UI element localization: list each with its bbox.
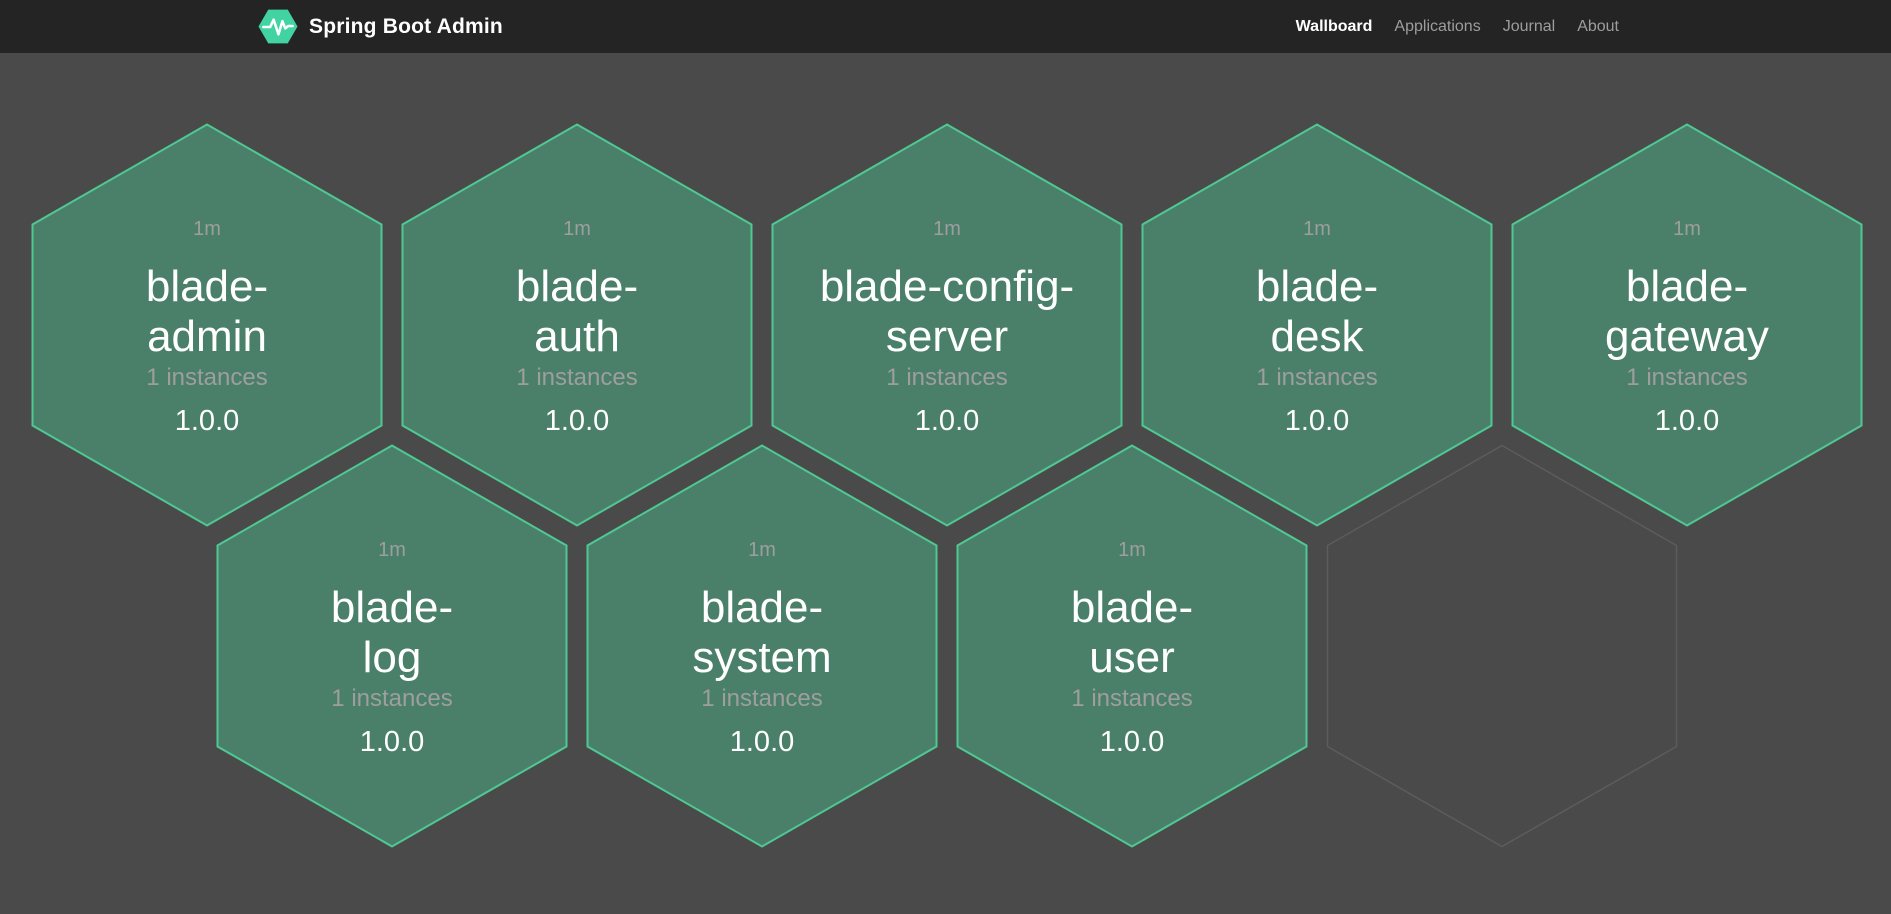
app-header: Spring Boot Admin Wallboard Applications… <box>0 0 1891 53</box>
hexagon-shape <box>216 444 568 848</box>
version-label: 1.0.0 <box>1099 726 1165 758</box>
application-name-line: log <box>362 633 422 682</box>
version-label: 1.0.0 <box>174 405 240 437</box>
application-info: 1m blade-system 1 instances 1.0.0 <box>586 444 938 848</box>
hexagon-shape <box>586 444 938 848</box>
application-info: 1m blade-config-server 1 instances 1.0.0 <box>771 123 1123 527</box>
uptime-label: 1m <box>1118 539 1146 561</box>
instances-label: 1 instances <box>886 364 1008 391</box>
wallboard-honeycomb: 1m blade-admin 1 instances 1.0.0 1m blad… <box>0 53 1891 914</box>
instances-label: 1 instances <box>1256 364 1378 391</box>
application-name-line: server <box>885 312 1009 361</box>
empty-hexagon-placeholder <box>1326 444 1678 848</box>
instances-label: 1 instances <box>331 685 453 712</box>
application-name: blade-config-server <box>777 262 1117 362</box>
hexagon-shape <box>31 123 383 527</box>
version-label: 1.0.0 <box>1284 405 1350 437</box>
uptime-label: 1m <box>563 218 591 240</box>
version-label: 1.0.0 <box>544 405 610 437</box>
main-nav: Wallboard Applications Journal About <box>1285 0 1630 53</box>
application-name: blade-user <box>962 583 1302 683</box>
version-label: 1.0.0 <box>1654 405 1720 437</box>
empty-hexagon-outline <box>1326 444 1678 848</box>
application-name: blade-admin <box>37 262 377 362</box>
application-name-line: blade- <box>515 262 639 311</box>
application-name-line: blade- <box>330 583 454 632</box>
application-info: 1m blade-desk 1 instances 1.0.0 <box>1141 123 1493 527</box>
application-name-line: auth <box>534 312 620 361</box>
application-name: blade-auth <box>407 262 747 362</box>
application-hexagon[interactable]: 1m blade-desk 1 instances 1.0.0 <box>1141 123 1493 527</box>
instances-label: 1 instances <box>146 364 268 391</box>
application-hexagon[interactable]: 1m blade-system 1 instances 1.0.0 <box>586 444 938 848</box>
application-name-line: user <box>1089 633 1175 682</box>
instances-label: 1 instances <box>1626 364 1748 391</box>
uptime-label: 1m <box>378 539 406 561</box>
application-name-line: desk <box>1270 312 1364 361</box>
uptime-label: 1m <box>748 539 776 561</box>
application-name: blade-desk <box>1147 262 1487 362</box>
application-name-line: blade- <box>700 583 824 632</box>
application-info: 1m blade-log 1 instances 1.0.0 <box>216 444 568 848</box>
uptime-label: 1m <box>1673 218 1701 240</box>
application-info: 1m blade-admin 1 instances 1.0.0 <box>31 123 383 527</box>
hexagon-shape <box>1141 123 1493 527</box>
hexagon-shape <box>1511 123 1863 527</box>
uptime-label: 1m <box>933 218 961 240</box>
nav-item-wallboard[interactable]: Wallboard <box>1295 17 1373 35</box>
application-name: blade-gateway <box>1517 262 1857 362</box>
instances-label: 1 instances <box>1071 685 1193 712</box>
application-hexagon[interactable]: 1m blade-log 1 instances 1.0.0 <box>216 444 568 848</box>
application-hexagon[interactable]: 1m blade-auth 1 instances 1.0.0 <box>401 123 753 527</box>
nav-item-applications[interactable]: Applications <box>1394 17 1481 35</box>
uptime-label: 1m <box>193 218 221 240</box>
version-label: 1.0.0 <box>729 726 795 758</box>
application-info: 1m blade-auth 1 instances 1.0.0 <box>401 123 753 527</box>
application-name-line: blade- <box>1625 262 1749 311</box>
uptime-label: 1m <box>1303 218 1331 240</box>
brand-link[interactable]: Spring Boot Admin <box>258 0 503 53</box>
app-title: Spring Boot Admin <box>309 14 503 38</box>
version-label: 1.0.0 <box>914 405 980 437</box>
application-name-line: blade-config- <box>819 262 1075 311</box>
application-name: blade-system <box>592 583 932 683</box>
hexagon-shape <box>956 444 1308 848</box>
application-name-line: admin <box>147 312 267 361</box>
application-hexagon[interactable]: 1m blade-admin 1 instances 1.0.0 <box>31 123 383 527</box>
version-label: 1.0.0 <box>359 726 425 758</box>
application-name-line: blade- <box>1255 262 1379 311</box>
application-name-line: blade- <box>1070 583 1194 632</box>
nav-item-about[interactable]: About <box>1577 17 1619 35</box>
instances-label: 1 instances <box>516 364 638 391</box>
application-hexagon[interactable]: 1m blade-config-server 1 instances 1.0.0 <box>771 123 1123 527</box>
application-name-line: system <box>692 633 832 682</box>
instances-label: 1 instances <box>701 685 823 712</box>
hexagon-shape <box>401 123 753 527</box>
application-hexagon[interactable]: 1m blade-gateway 1 instances 1.0.0 <box>1511 123 1863 527</box>
application-info: 1m blade-gateway 1 instances 1.0.0 <box>1511 123 1863 527</box>
pulse-hexagon-logo-icon <box>258 9 298 44</box>
nav-item-journal[interactable]: Journal <box>1502 17 1556 35</box>
hexagon-shape <box>771 123 1123 527</box>
application-name-line: blade- <box>145 262 269 311</box>
application-name-line: gateway <box>1605 312 1769 361</box>
application-hexagon[interactable]: 1m blade-user 1 instances 1.0.0 <box>956 444 1308 848</box>
application-name: blade-log <box>222 583 562 683</box>
application-info: 1m blade-user 1 instances 1.0.0 <box>956 444 1308 848</box>
